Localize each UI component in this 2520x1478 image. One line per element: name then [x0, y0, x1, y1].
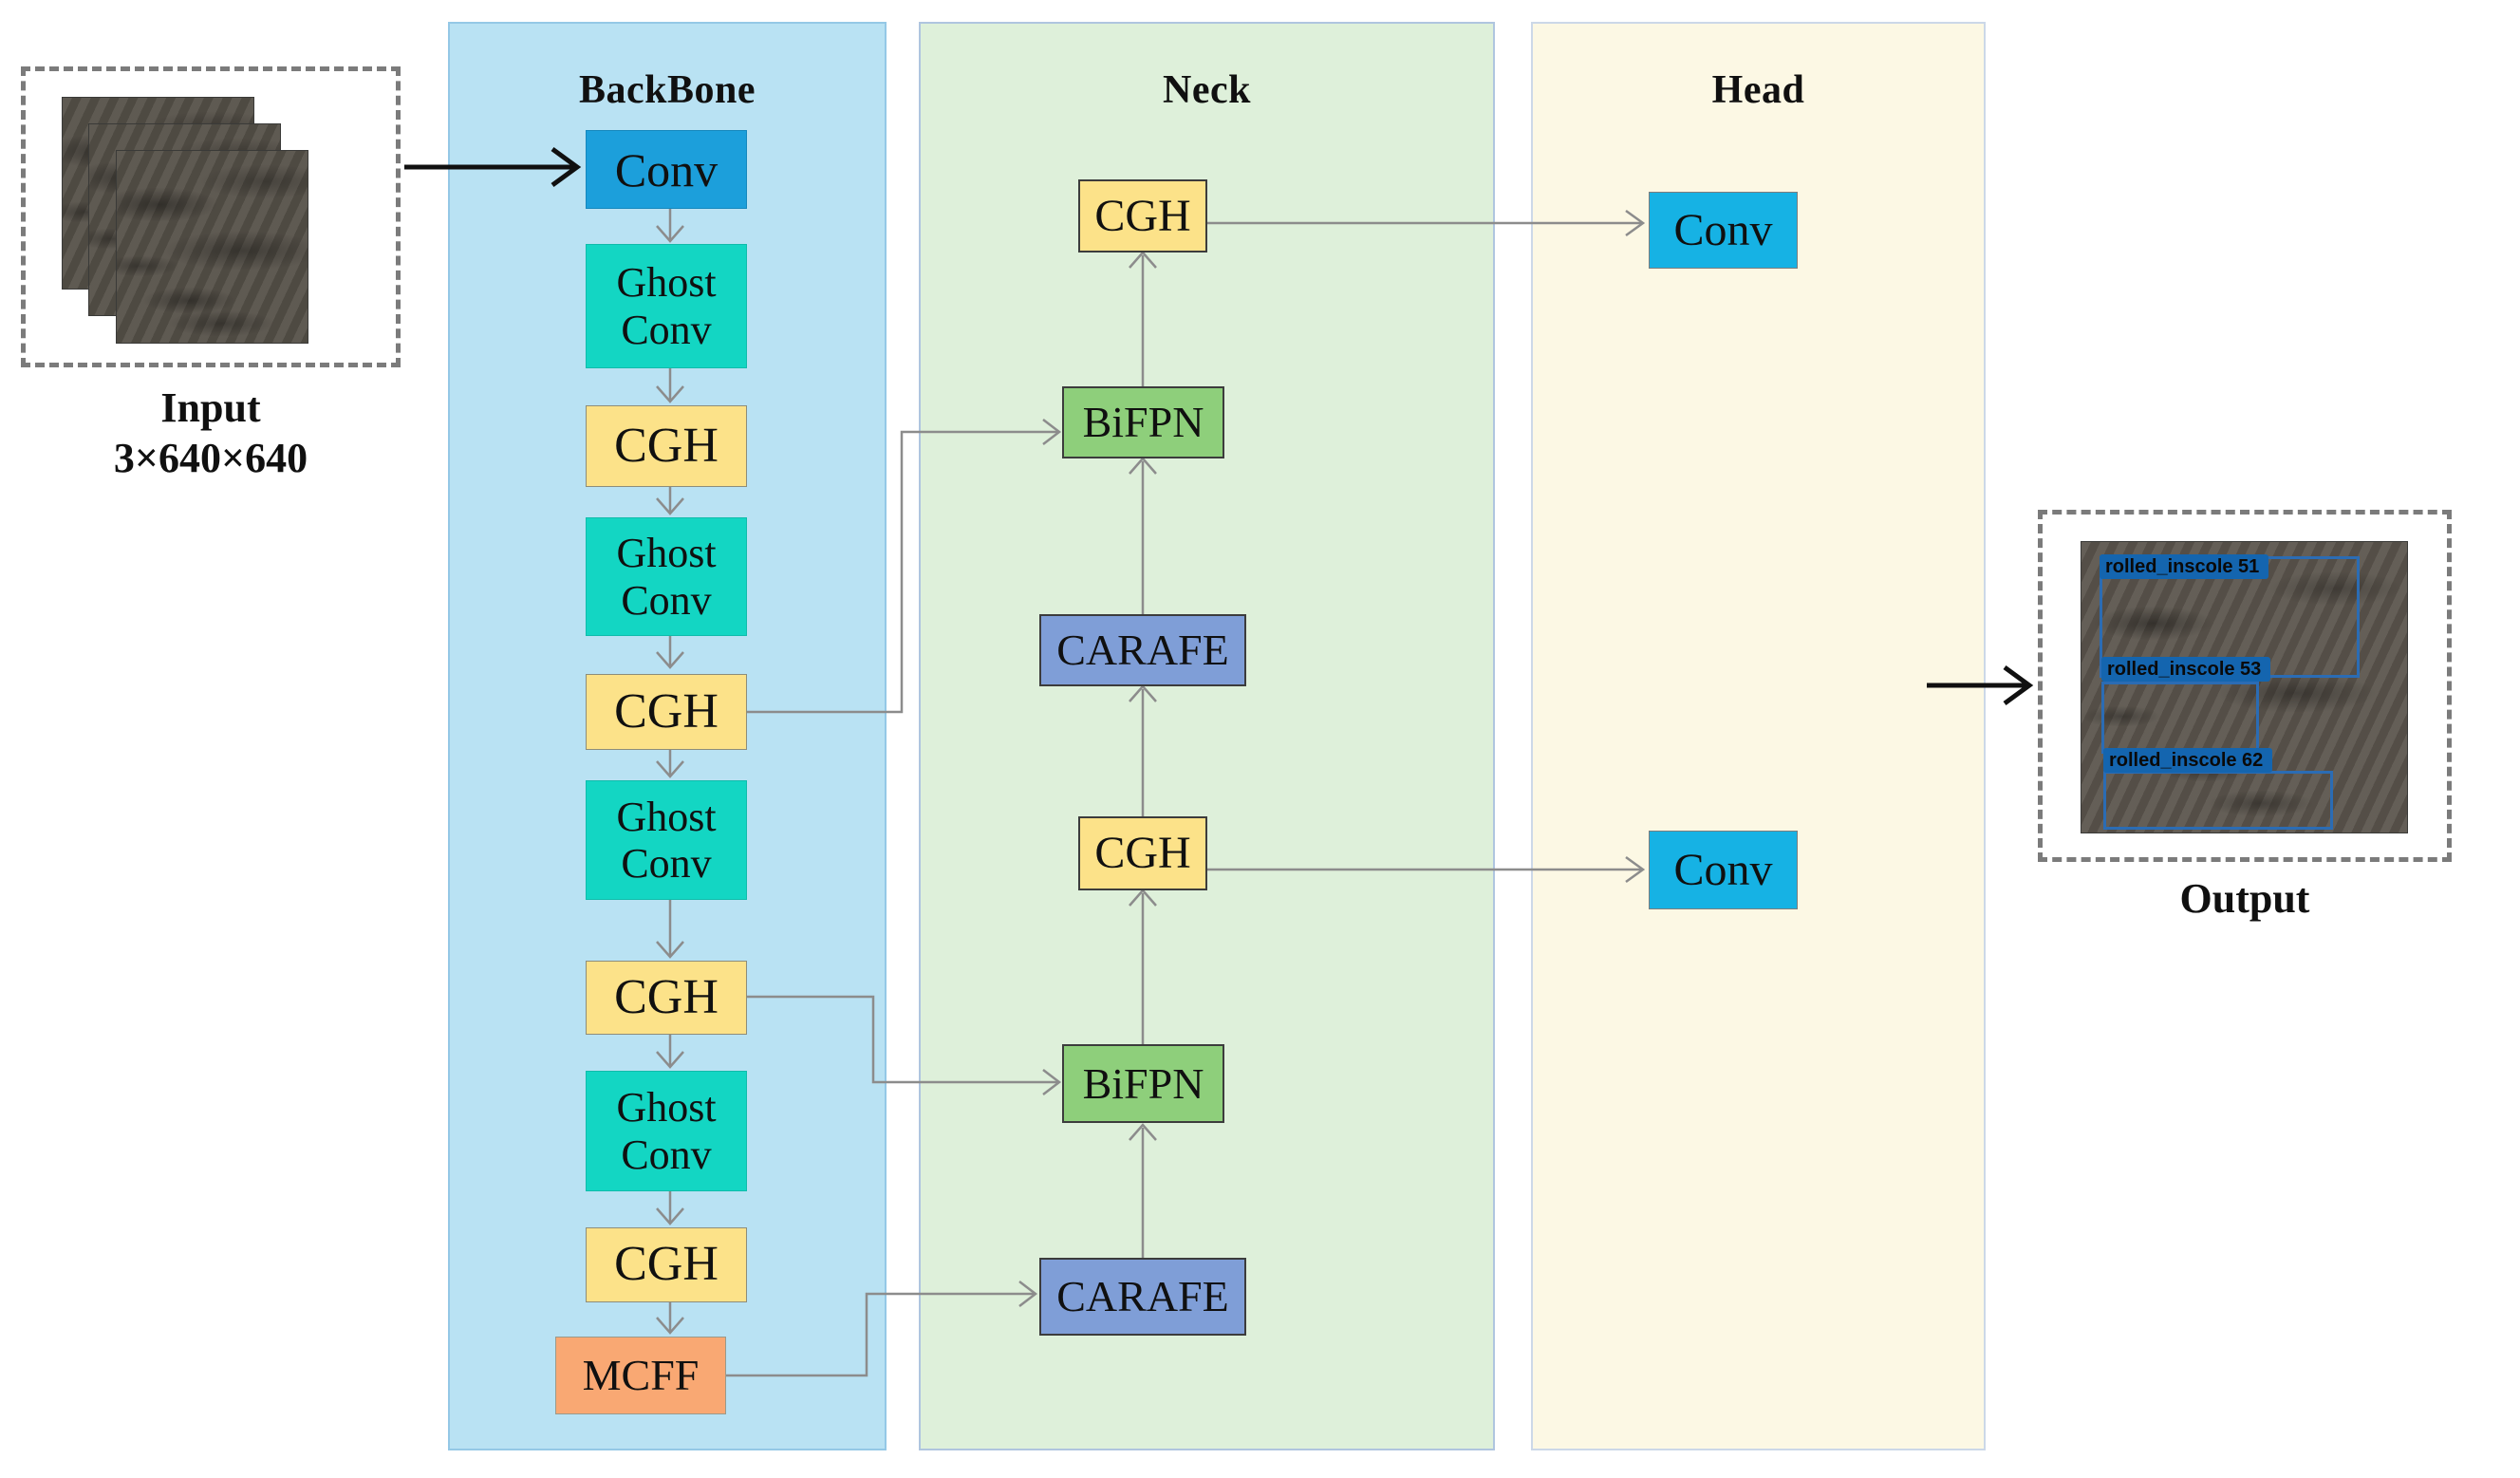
backbone-node-conv: Conv [586, 130, 747, 209]
neck-node-carafe-top: CARAFE [1039, 614, 1246, 686]
output-arrow [1927, 664, 2034, 706]
neck-node-bifpn-bottom: BiFPN [1062, 1044, 1224, 1123]
backbone-node-cgh-3: CGH [586, 961, 747, 1035]
neck-panel: Neck [919, 22, 1495, 1450]
neck-node-carafe-bottom: CARAFE [1039, 1258, 1246, 1336]
neck-flow-arrows [1129, 251, 1157, 1258]
input-image-front [116, 150, 308, 344]
neck-node-cgh-top: CGH [1078, 179, 1207, 253]
input-arrow [404, 146, 582, 188]
skip-connectors [726, 209, 1646, 1377]
backbone-node-ghostconv-3: Ghost Conv [586, 780, 747, 900]
backbone-node-cgh-2: CGH [586, 674, 747, 750]
backbone-node-cgh-1: CGH [586, 405, 747, 487]
head-title: Head [1711, 68, 1805, 112]
backbone-title: BackBone [578, 68, 756, 112]
neck-node-bifpn-top: BiFPN [1062, 386, 1224, 458]
backbone-node-ghostconv-2: Ghost Conv [586, 517, 747, 636]
backbone-node-ghostconv-4: Ghost Conv [586, 1071, 747, 1191]
output-image [2081, 541, 2408, 833]
detection-label-2: rolled_inscole 53 [2101, 657, 2271, 682]
detection-label-1: rolled_inscole 51 [2100, 554, 2269, 579]
neck-node-cgh-mid: CGH [1078, 816, 1207, 890]
input-dims-label: 3×640×640 [113, 435, 308, 481]
backbone-node-ghostconv-1: Ghost Conv [586, 244, 747, 368]
head-node-conv-top: Conv [1649, 192, 1798, 269]
detection-label-3: rolled_inscole 62 [2103, 748, 2273, 773]
backbone-flow-arrows [656, 209, 684, 1335]
input-label: Input [160, 384, 261, 431]
backbone-node-mcff: MCFF [555, 1337, 726, 1414]
head-node-conv-bottom: Conv [1649, 831, 1798, 909]
backbone-node-cgh-4: CGH [586, 1227, 747, 1302]
neck-title: Neck [1163, 68, 1251, 112]
detection-bbox-3 [2103, 771, 2333, 830]
detection-bbox-2 [2101, 682, 2259, 754]
output-label: Output [2179, 875, 2310, 922]
